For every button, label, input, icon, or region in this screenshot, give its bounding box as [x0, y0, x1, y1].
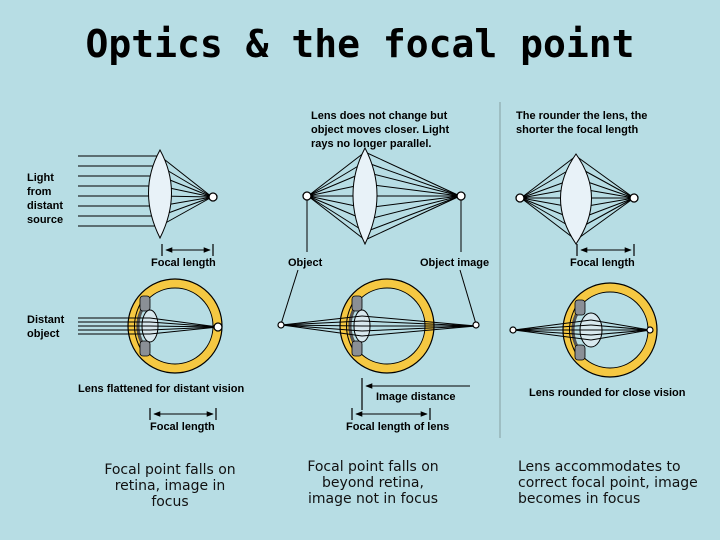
image-point [456, 191, 466, 201]
label-focal-length-top-right: Focal length [570, 257, 635, 269]
label-light-line-4: source [27, 214, 63, 226]
label-focal-length-of-lens: Focal length of lens [346, 421, 449, 433]
eye-near-object-unfocused [277, 278, 480, 374]
label-light-line-2: from [27, 186, 52, 198]
label-focal-length-top-left: Focal length [151, 257, 216, 269]
label-image-distance: Image distance [376, 391, 455, 403]
focal-length-marker-left [149, 408, 217, 420]
label-distant-object-2: object [27, 328, 60, 340]
caption-left: Focal point falls on retina, image in fo… [104, 462, 236, 510]
label-lens-no-change-2: object moves closer. Light [311, 124, 449, 136]
label-focal-length-bottom-left: Focal length [150, 421, 215, 433]
eye-distant-vision [78, 278, 223, 374]
label-light-line-1: Light [27, 172, 54, 184]
lens-diagram-near-object [280, 146, 477, 325]
label-lens-rounded: Lens rounded for close vision [529, 387, 686, 399]
eye-close-vision [509, 282, 658, 378]
caption-middle: Focal point falls on beyond retina, imag… [307, 459, 439, 507]
distance-markers-middle [351, 378, 470, 420]
focal-point [208, 192, 218, 202]
label-object-image: Object image [420, 257, 489, 269]
label-rounder-lens-2: shorter the focal length [516, 124, 639, 136]
label-distant-object-1: Distant [27, 314, 65, 326]
parallel-rays [78, 155, 213, 227]
iris-top [139, 295, 151, 312]
page-title: Optics & the focal point [85, 22, 635, 66]
label-light-line-3: distant [27, 200, 63, 212]
round-lens [560, 153, 592, 245]
label-object: Object [288, 257, 323, 269]
caption-right: Lens accommodates to correct focal point… [518, 459, 698, 507]
object-point [302, 191, 312, 201]
label-lens-flattened: Lens flattened for distant vision [78, 383, 245, 395]
label-rounder-lens-1: The rounder the lens, the [516, 110, 647, 122]
iris-bottom [139, 340, 151, 357]
convex-lens [352, 146, 378, 246]
label-lens-no-change-3: rays no longer parallel. [311, 138, 431, 150]
label-lens-no-change-1: Lens does not change but [311, 110, 448, 122]
lens-diagram-rounder [515, 153, 639, 256]
convex-lens [148, 148, 172, 240]
lens-diagram-distant [78, 148, 218, 256]
